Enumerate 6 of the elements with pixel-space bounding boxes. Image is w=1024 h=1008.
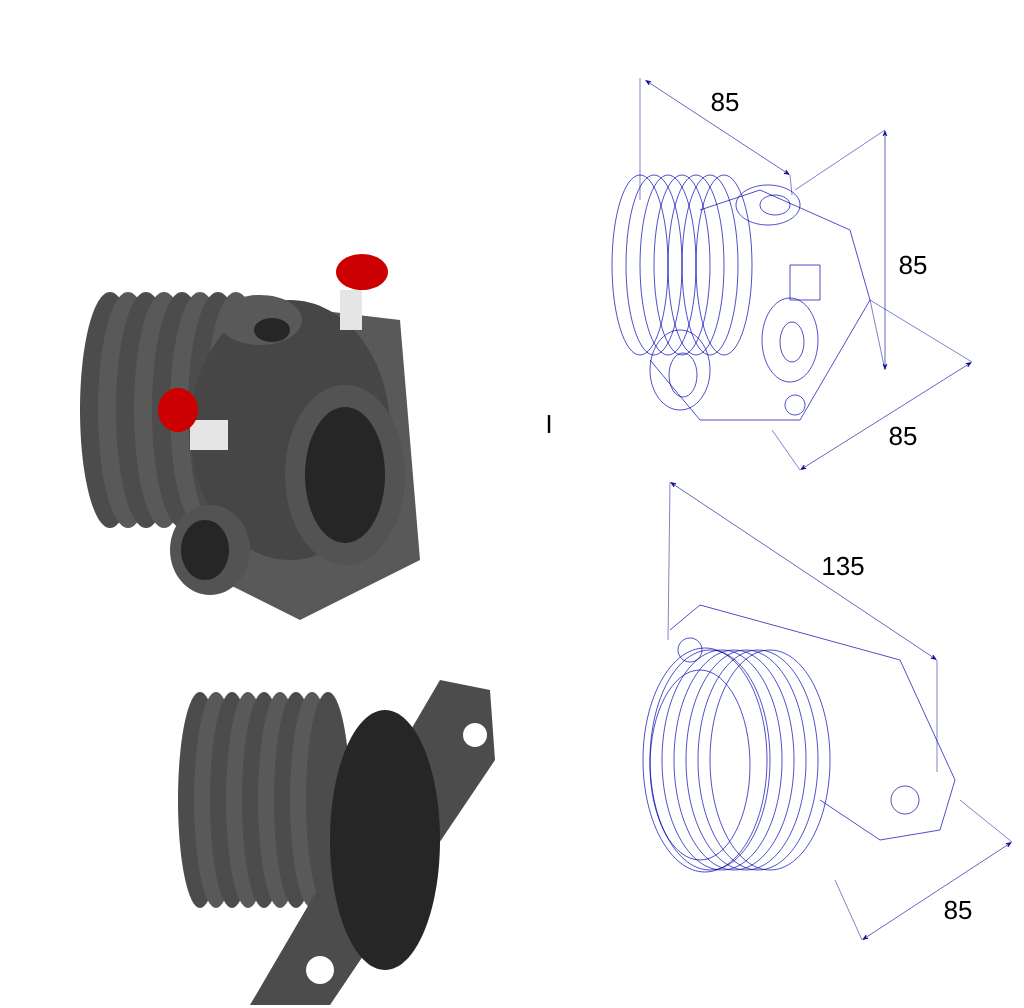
dimension-label: 85 bbox=[899, 255, 927, 275]
dimension-label: 85 bbox=[711, 92, 739, 112]
dimension-label: 85 bbox=[944, 900, 972, 920]
dimension-label: 135 bbox=[823, 556, 864, 576]
text-label: I bbox=[547, 415, 551, 433]
dimension-label: 85 bbox=[889, 426, 917, 446]
